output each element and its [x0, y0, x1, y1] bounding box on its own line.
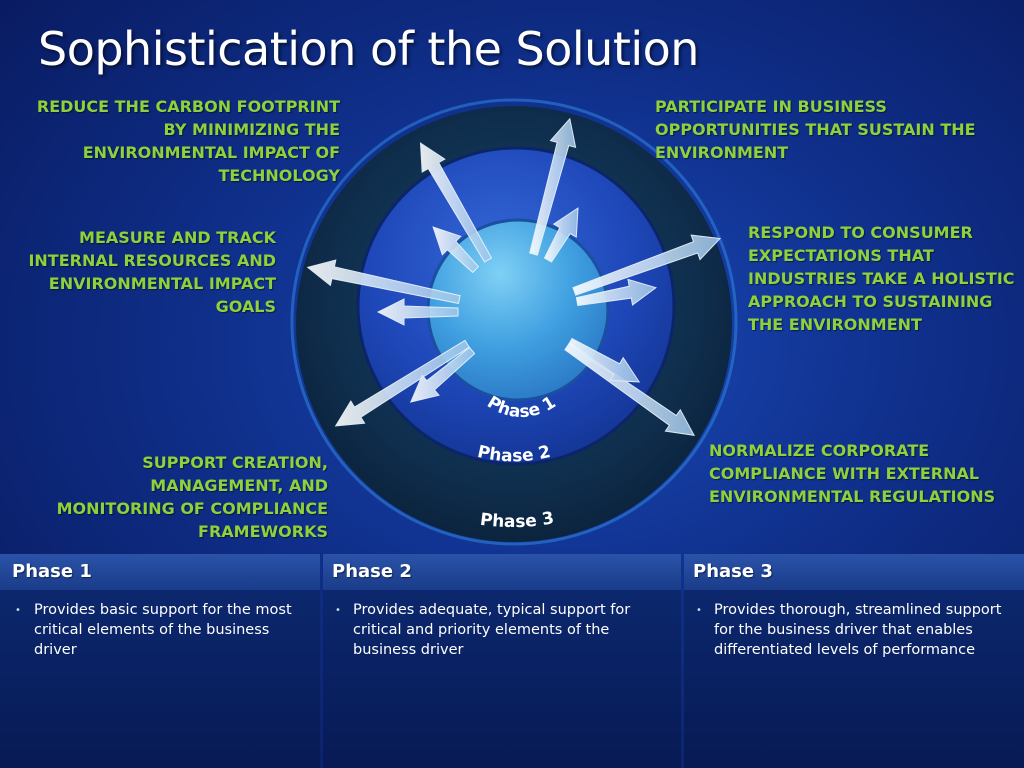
phase2-panel: Phase 2 • Provides adequate, typical sup… — [323, 554, 681, 768]
arrow-lower-right-inner — [567, 337, 641, 383]
outer-ring-glow — [290, 98, 738, 546]
phase2-panel-text: Provides adequate, typical support for c… — [353, 602, 631, 658]
arrow-right-outer — [572, 234, 722, 296]
phase3-panel-title: Phase 3 — [684, 554, 1024, 590]
ring-label-phase3: Phase 3 — [479, 508, 556, 532]
bullet-icon: • — [15, 605, 21, 616]
phase3-panel-body: • Provides thorough, streamlined support… — [684, 590, 1024, 660]
arrow-right-inner — [575, 278, 658, 307]
arrow-upper-right-outer — [529, 117, 577, 256]
goal-respond-consumer-expectations: RESPOND TO CONSUMER EXPECTATIONS THAT IN… — [748, 223, 1015, 334]
goal-reduce-carbon-footprint: REDUCE THE CARBON FOOTPRINT BY MINIMIZIN… — [36, 97, 340, 185]
phase1-panel: Phase 1 • Provides basic support for the… — [0, 554, 320, 768]
radiating-arrows — [306, 117, 722, 436]
arrow-upper-left-inner — [432, 226, 480, 274]
goal-participate-business-opportunities: PARTICIPATE IN BUSINESS OPPORTUNITIES TH… — [655, 97, 976, 162]
phase2-panel-title: Phase 2 — [323, 554, 681, 590]
phase2-panel-body: • Provides adequate, typical support for… — [323, 590, 681, 660]
arrow-upper-left-outer — [419, 142, 493, 263]
phase3-panel-text: Provides thorough, streamlined support f… — [714, 602, 1002, 658]
phase3-panel: Phase 3 • Provides thorough, streamlined… — [684, 554, 1024, 768]
arrow-left-inner — [376, 298, 459, 326]
arrow-left-outer — [306, 259, 461, 304]
bullet-icon: • — [696, 605, 702, 616]
goal-support-compliance-frameworks: SUPPORT CREATION, MANAGEMENT, AND MONITO… — [56, 453, 328, 541]
arrow-upper-right-inner — [543, 207, 579, 263]
arrow-lower-left-outer — [334, 339, 470, 427]
phase1-panel-title: Phase 1 — [0, 554, 320, 590]
goal-normalize-compliance: NORMALIZE CORPORATE COMPLIANCE WITH EXTE… — [709, 441, 996, 506]
goal-measure-track-resources: MEASURE AND TRACK INTERNAL RESOURCES AND… — [28, 228, 276, 316]
phase1-panel-body: • Provides basic support for the most cr… — [0, 590, 320, 660]
arrow-lower-left-inner — [409, 346, 476, 403]
page-title: Sophistication of the Solution — [38, 22, 699, 76]
bullet-icon: • — [335, 605, 341, 616]
phase1-panel-text: Provides basic support for the most crit… — [34, 602, 292, 658]
